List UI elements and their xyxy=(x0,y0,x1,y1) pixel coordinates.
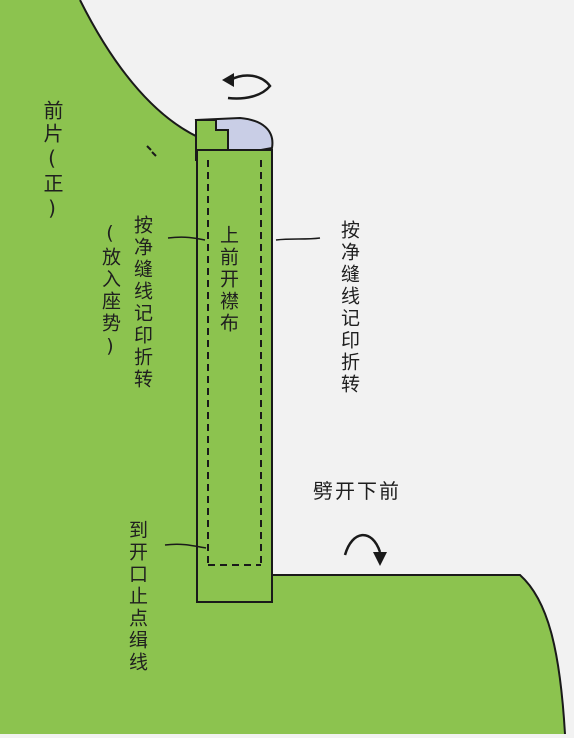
pointer-right-fold xyxy=(275,237,321,241)
label-press-fold-right: 按净缝线记印折转 xyxy=(338,220,360,396)
front-piece-fabric xyxy=(0,0,565,734)
placket-strip xyxy=(196,149,273,603)
pointer-left-fold xyxy=(167,236,206,241)
notch-mark xyxy=(146,145,152,151)
fold-arrow-icon xyxy=(343,533,387,566)
label-front-piece: 前片(正) xyxy=(40,100,64,223)
label-press-fold-left: 按净缝线记印折转 xyxy=(131,215,153,391)
label-insert-note: (放入座势) xyxy=(99,222,121,360)
label-placket-name: 上前开襟布 xyxy=(217,225,239,335)
label-stitch-to: 到开口止点缉线 xyxy=(126,520,148,674)
neckline-curve xyxy=(79,0,201,139)
notch-mark xyxy=(151,151,157,157)
lower-front-edge xyxy=(270,574,566,735)
label-cut-open: 劈开下前 xyxy=(313,479,401,503)
rotate-arrow-icon xyxy=(222,73,272,100)
pointer-stitch-to xyxy=(164,543,207,549)
